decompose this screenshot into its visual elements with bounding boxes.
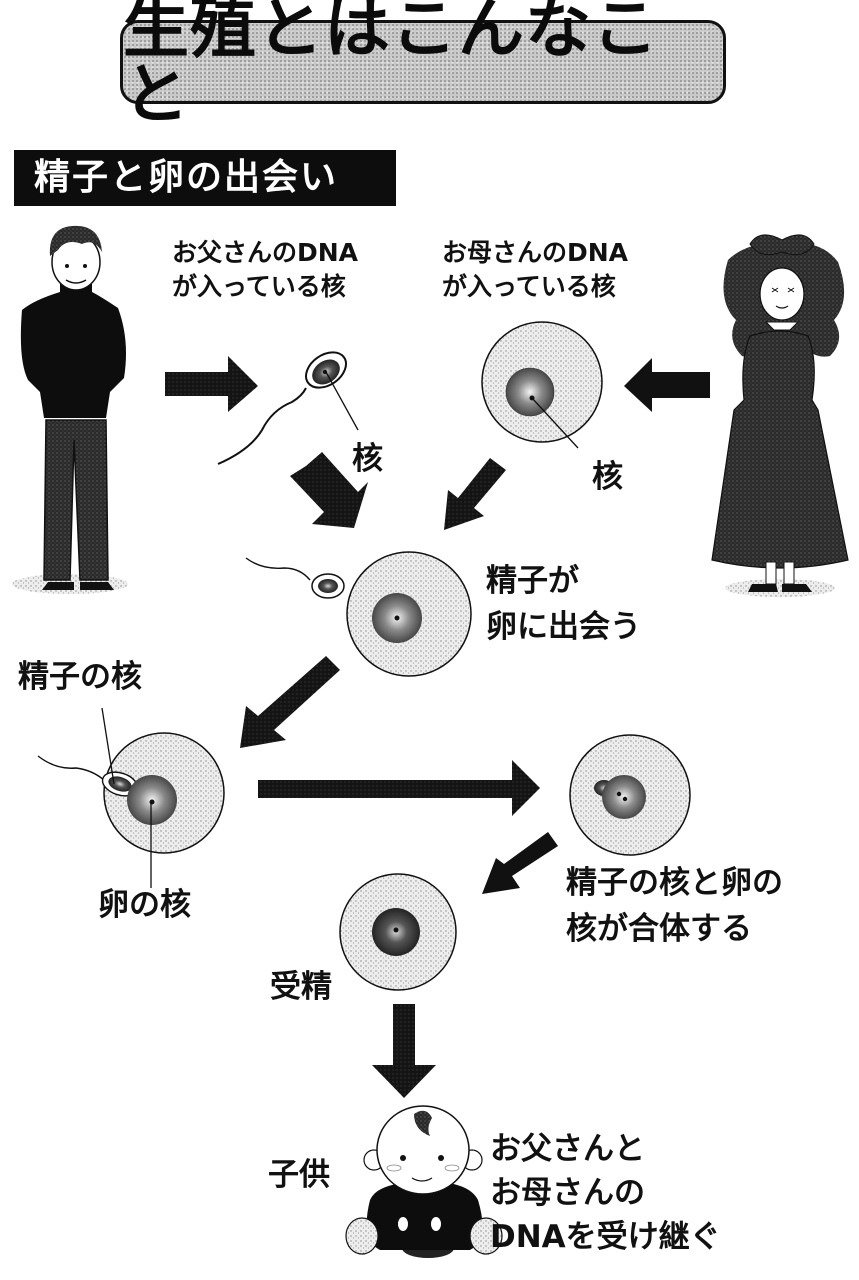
- sperm-nucleus-callout: 精子の核: [18, 659, 142, 695]
- nuclei-fusing: [569, 734, 691, 856]
- arrow-father-to-sperm: [165, 356, 258, 412]
- sperm-nucleus-label: 核: [352, 441, 383, 477]
- egg-nucleus-label: 核: [592, 459, 623, 495]
- page-title: 生殖とはこんなこと: [123, 0, 659, 133]
- sperm-meets-egg: [245, 551, 472, 677]
- arrow-sperm-down: [290, 452, 368, 528]
- child-figure: [345, 1105, 503, 1258]
- arrow-meet-to-left: [240, 656, 340, 748]
- fertilized-egg: [339, 873, 457, 991]
- father-dna-label-line1: お父さんのDNA: [172, 238, 359, 267]
- child-label: 子供: [268, 1157, 330, 1193]
- fuse-label-line1: 精子の核と卵の: [566, 865, 783, 901]
- arrow-long-right: [258, 760, 540, 816]
- arrow-fusion-to-fertilized: [482, 832, 558, 894]
- mother-dna-label-line2: が入っている核: [442, 272, 616, 301]
- arrow-egg-down: [444, 458, 506, 530]
- sperm-cell: [217, 351, 359, 465]
- sperm-entering-egg: [37, 707, 225, 888]
- inherit-label-line3: DNAを受け継ぐ: [490, 1219, 721, 1255]
- father-figure: [12, 225, 128, 594]
- fuse-label-line2: 核が合体する: [566, 911, 752, 947]
- egg-nucleus-callout: 卵の核: [98, 887, 191, 923]
- meet-label-line1: 精子が: [486, 563, 579, 599]
- inherit-label-line1: お父さんと: [490, 1131, 645, 1167]
- mother-dna-label-line1: お母さんのDNA: [442, 238, 629, 267]
- section-heading: 精子と卵の出会い: [34, 157, 339, 198]
- title-banner: 生殖とはこんなこと: [120, 0, 726, 128]
- inherit-label-line2: お母さんの: [490, 1175, 645, 1211]
- mother-figure: [711, 234, 849, 597]
- arrow-down-to-child: [372, 1004, 436, 1098]
- meet-label-line2: 卵に出会う: [486, 609, 641, 645]
- father-dna-label-line2: が入っている核: [172, 272, 346, 301]
- fertilization-label: 受精: [270, 969, 332, 1005]
- egg-cell: [481, 321, 603, 449]
- section-heading-bar: 精子と卵の出会い: [14, 150, 396, 206]
- arrow-mother-to-egg: [624, 358, 710, 412]
